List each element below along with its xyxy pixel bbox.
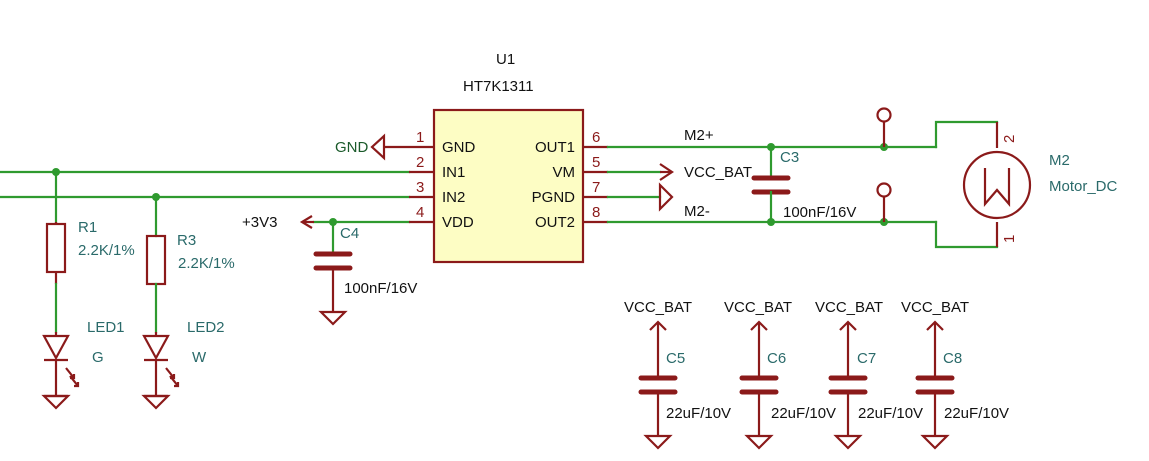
test-point-m2n-icon (876, 182, 892, 222)
pin-name: OUT2 (535, 214, 575, 231)
capacitor-c4 (313, 220, 353, 326)
u1-value: HT7K1311 (463, 78, 534, 95)
c7-net: VCC_BAT (815, 299, 883, 316)
net-3v3-label: +3V3 (242, 214, 277, 231)
capacitor-c8 (915, 320, 955, 450)
pin-name: IN1 (442, 164, 465, 181)
resistor-r3 (145, 195, 167, 334)
pin-name: OUT1 (535, 139, 575, 156)
ic-u1 (409, 108, 608, 264)
pin-name: GND (442, 139, 476, 156)
pin-num: 6 (592, 129, 600, 146)
motor-m2-icon (962, 122, 1032, 247)
c5-net: VCC_BAT (624, 299, 692, 316)
c7-ref: C7 (857, 350, 876, 367)
pin-num: 2 (416, 154, 424, 171)
c4-ref: C4 (340, 225, 359, 242)
c3-ref: C3 (780, 149, 799, 166)
test-point-m2p-icon (876, 107, 892, 147)
led2-ref: LED2 (187, 319, 225, 336)
gnd-symbol-pin1-icon (370, 133, 409, 161)
net-m2p-label: M2+ (684, 127, 714, 144)
net-vcc-bat-label: VCC_BAT (684, 164, 752, 181)
pin-name: PGND (532, 189, 576, 206)
c8-net: VCC_BAT (901, 299, 969, 316)
capacitor-c7 (828, 320, 868, 450)
led2-value: W (192, 349, 207, 366)
c5-ref: C5 (666, 350, 685, 367)
c8-value: 22uF/10V (944, 405, 1009, 422)
net-m2n-label: M2- (684, 203, 710, 220)
pin-num: 3 (416, 179, 424, 196)
capacitor-c6 (739, 320, 779, 450)
c3-value: 100nF/16V (783, 204, 856, 221)
capacitor-c3 (751, 145, 791, 224)
pin-num: 5 (592, 154, 600, 171)
pin-name: VDD (442, 214, 474, 231)
r3-value: 2.2K/1% (178, 255, 235, 272)
c7-value: 22uF/10V (858, 405, 923, 422)
pgnd-symbol-icon (658, 182, 674, 212)
c5-value: 22uF/10V (666, 405, 731, 422)
r1-ref: R1 (78, 219, 97, 236)
u1-ref: U1 (496, 51, 515, 68)
led1-value: G (92, 349, 104, 366)
pin-num: 1 (416, 129, 424, 146)
pin-name: VM (553, 164, 576, 181)
c6-value: 22uF/10V (771, 405, 836, 422)
pin-num: 4 (416, 204, 424, 221)
capacitor-c5 (638, 320, 678, 450)
led-led1-icon (41, 332, 80, 410)
c8-ref: C8 (943, 350, 962, 367)
vcc-bat-arrow-icon (659, 163, 674, 181)
m2-ref: M2 (1049, 152, 1070, 169)
resistor-r1 (45, 170, 67, 334)
pin-num: 7 (592, 179, 600, 196)
wire-motor-pin1 (934, 220, 999, 249)
wire-motor-pin2 (934, 120, 999, 149)
motor-pin2-num: 2 (1001, 135, 1018, 143)
c6-ref: C6 (767, 350, 786, 367)
led1-ref: LED1 (87, 319, 125, 336)
led-led2-icon (141, 332, 180, 410)
pin-num: 8 (592, 204, 600, 221)
motor-pin1-num: 1 (1001, 235, 1018, 243)
pin-name: IN2 (442, 189, 465, 206)
m2-value: Motor_DC (1049, 178, 1118, 195)
r3-ref: R3 (177, 232, 196, 249)
c4-value: 100nF/16V (344, 280, 417, 297)
r1-value: 2.2K/1% (78, 242, 135, 259)
net-gnd-label: GND (335, 139, 369, 156)
c6-net: VCC_BAT (724, 299, 792, 316)
